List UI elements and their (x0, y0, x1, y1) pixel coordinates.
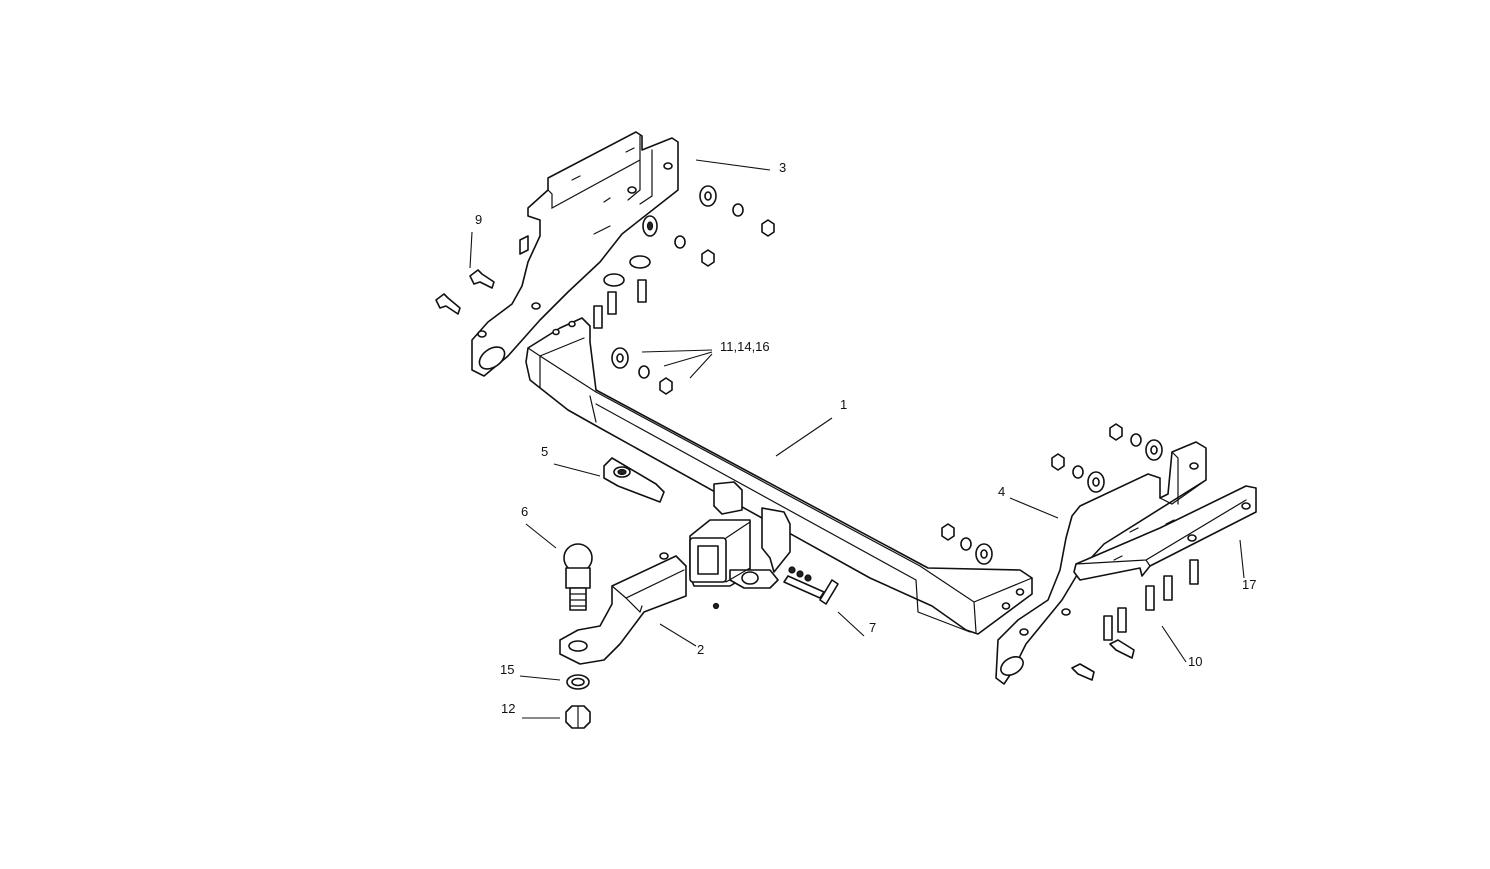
callout-6: 6 (521, 504, 528, 519)
callout-2: 2 (697, 642, 704, 657)
left-mounting-bracket (471, 131, 679, 377)
callout-10: 10 (1188, 654, 1202, 669)
ball-mount (559, 552, 687, 665)
left-fasteners (435, 185, 775, 395)
tow-ball (563, 543, 593, 611)
callout-17: 17 (1242, 577, 1256, 592)
callout-12: 12 (501, 701, 515, 716)
callout-9: 9 (475, 212, 482, 227)
callout-5: 5 (541, 444, 548, 459)
callout-1: 1 (840, 397, 847, 412)
hitch-pin (712, 566, 839, 610)
socket-plate (603, 457, 665, 503)
callout-3: 3 (779, 160, 786, 175)
washer-15 (566, 674, 590, 690)
callout-4: 4 (998, 484, 1005, 499)
callout-labels: 1 2 3 4 5 6 7 9 10 11,14,16 12 15 17 (475, 160, 1256, 716)
callout-11-14-16: 11,14,16 (720, 339, 770, 354)
main-crossbar (525, 317, 1033, 635)
callout-15: 15 (500, 662, 514, 677)
callout-7: 7 (869, 620, 876, 635)
receiver-assembly (689, 481, 791, 589)
right-fasteners (941, 423, 1199, 681)
right-mounting-bracket (995, 441, 1257, 685)
nut-12 (565, 705, 591, 729)
leader-lines (469, 159, 1245, 719)
